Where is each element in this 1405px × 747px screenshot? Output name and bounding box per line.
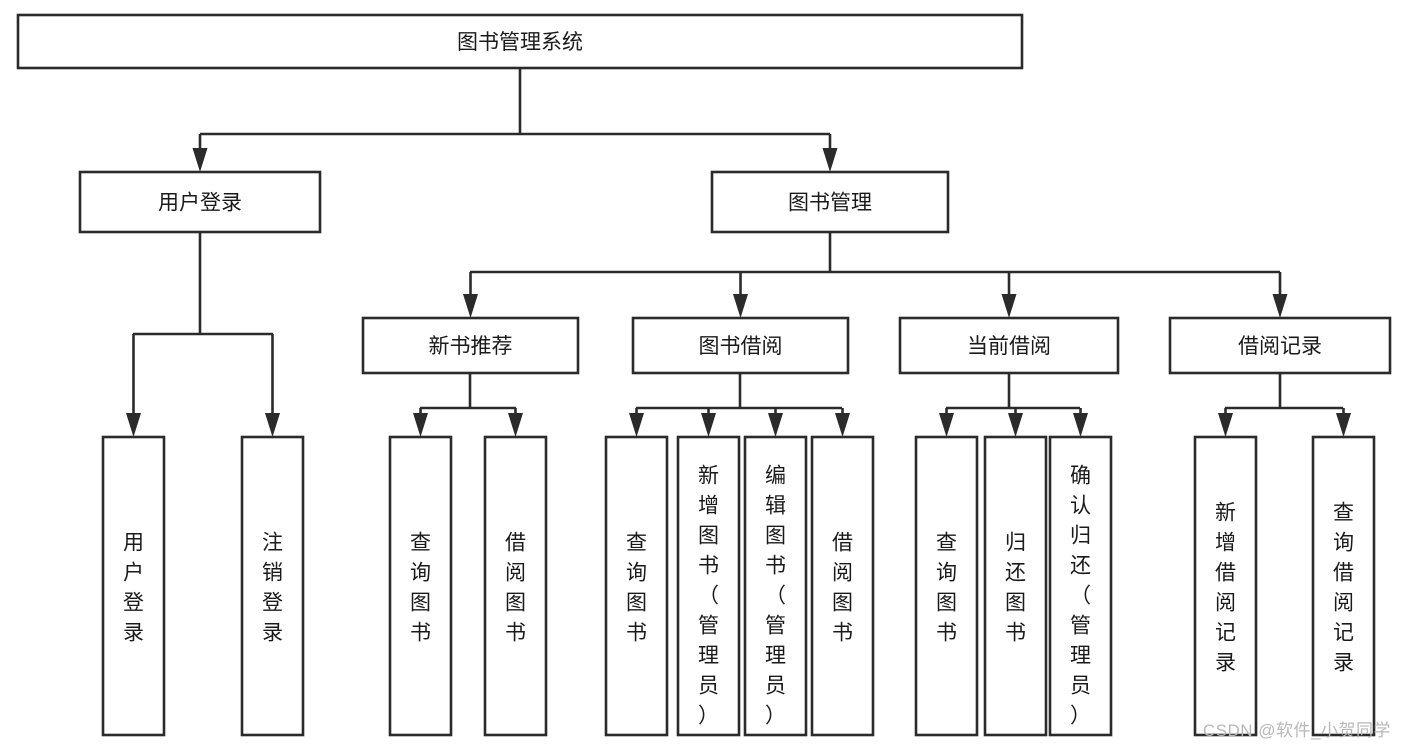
nodes-layer: 图书管理系统用户登录图书管理新书推荐图书借阅当前借阅借阅记录用户登录注销登录查询…: [16, 13, 1392, 737]
node-label-leaf-rec-borrow: 借阅图书: [505, 531, 526, 644]
arrow-head-icon: [939, 413, 954, 437]
node-label-leaf-book-edit: 编辑图书（管理员）: [765, 464, 786, 727]
node-label-leaf-confirm-return: 确认归还（管理员）: [1070, 464, 1091, 727]
watermark-text: CSDN @软件_小贺同学: [1202, 721, 1391, 740]
arrow-head-icon: [1218, 413, 1233, 437]
node-label-leaf-rec-query: 查询图书: [410, 531, 431, 644]
node-label-leaf-return-book: 归还图书: [1005, 531, 1026, 644]
node-label-leaf-user-login: 用户登录: [123, 531, 144, 644]
node-leaf-borrow-book[interactable]: 借阅图书: [810, 435, 875, 737]
node-new-book-rec[interactable]: 新书推荐: [361, 316, 580, 375]
node-box-current-borrow[interactable]: [898, 316, 1120, 375]
arrow-head-icon: [1001, 294, 1017, 318]
node-box-leaf-logout[interactable]: [240, 435, 305, 737]
node-box-book-borrow[interactable]: [631, 316, 850, 375]
node-box-leaf-return-book[interactable]: [983, 435, 1048, 737]
node-current-borrow[interactable]: 当前借阅: [898, 316, 1120, 375]
node-book-borrow[interactable]: 图书借阅: [631, 316, 850, 375]
arrow-head-icon: [701, 413, 716, 437]
node-label-user-login: 用户登录: [158, 192, 242, 215]
arrow-head-icon: [768, 413, 783, 437]
node-leaf-book-add[interactable]: 新增图书（管理员）: [676, 435, 741, 737]
arrow-head-icon: [1008, 413, 1023, 437]
node-leaf-confirm-return[interactable]: 确认归还（管理员）: [1048, 435, 1113, 737]
arrow-head-icon: [629, 413, 644, 437]
node-label-leaf-book-add: 新增图书（管理员）: [698, 464, 719, 727]
node-box-leaf-user-login[interactable]: [101, 435, 166, 737]
arrow-head-icon: [508, 413, 523, 437]
node-box-book-manage[interactable]: [710, 170, 950, 234]
node-book-manage[interactable]: 图书管理: [710, 170, 950, 234]
arrow-head-icon: [733, 294, 748, 318]
arrow-head-icon: [192, 148, 208, 172]
node-root[interactable]: 图书管理系统: [16, 13, 1024, 70]
node-leaf-record-query[interactable]: 查询借阅记录: [1311, 435, 1376, 737]
node-leaf-book-edit[interactable]: 编辑图书（管理员）: [743, 435, 808, 737]
node-leaf-return-book[interactable]: 归还图书: [983, 435, 1048, 737]
node-label-book-manage: 图书管理: [788, 192, 872, 215]
node-box-leaf-record-query[interactable]: [1311, 435, 1376, 737]
arrow-head-icon: [265, 413, 280, 437]
node-label-new-book-rec: 新书推荐: [429, 335, 513, 358]
node-leaf-user-login[interactable]: 用户登录: [101, 435, 166, 737]
node-box-new-book-rec[interactable]: [361, 316, 580, 375]
arrow-head-icon: [413, 413, 428, 437]
node-box-leaf-borrow-book[interactable]: [810, 435, 875, 737]
node-box-leaf-book-edit[interactable]: [743, 435, 808, 737]
arrow-head-icon: [1073, 413, 1088, 437]
node-box-root[interactable]: [16, 13, 1024, 70]
arrow-head-icon: [822, 148, 838, 172]
node-box-leaf-book-add[interactable]: [676, 435, 741, 737]
node-label-current-borrow: 当前借阅: [967, 335, 1051, 358]
node-box-borrow-record[interactable]: [1168, 316, 1392, 375]
node-leaf-record-add[interactable]: 新增借阅记录: [1193, 435, 1258, 737]
node-leaf-rec-query[interactable]: 查询图书: [388, 435, 453, 737]
node-label-leaf-record-query: 查询借阅记录: [1333, 501, 1354, 674]
edges-layer: [126, 68, 1351, 437]
arrow-head-icon: [1336, 413, 1351, 437]
node-label-leaf-record-add: 新增借阅记录: [1215, 501, 1236, 674]
node-leaf-rec-borrow[interactable]: 借阅图书: [483, 435, 548, 737]
node-label-borrow-record: 借阅记录: [1238, 335, 1322, 358]
node-box-leaf-record-add[interactable]: [1193, 435, 1258, 737]
arrow-head-icon: [835, 413, 850, 437]
node-label-leaf-borrow-book: 借阅图书: [832, 531, 853, 644]
node-box-leaf-rec-query[interactable]: [388, 435, 453, 737]
node-box-user-login[interactable]: [78, 170, 322, 234]
node-leaf-cur-query[interactable]: 查询图书: [914, 435, 979, 737]
node-label-leaf-cur-query: 查询图书: [936, 531, 957, 644]
arrow-head-icon: [463, 294, 478, 318]
node-label-book-borrow: 图书借阅: [699, 335, 783, 358]
node-leaf-borrow-query[interactable]: 查询图书: [604, 435, 669, 737]
node-borrow-record[interactable]: 借阅记录: [1168, 316, 1392, 375]
node-box-leaf-confirm-return[interactable]: [1048, 435, 1113, 737]
arrow-head-icon: [1272, 294, 1288, 318]
node-box-leaf-borrow-query[interactable]: [604, 435, 669, 737]
arrow-head-icon: [126, 413, 141, 437]
node-label-leaf-borrow-query: 查询图书: [626, 531, 647, 644]
node-leaf-logout[interactable]: 注销登录: [240, 435, 305, 737]
node-label-root: 图书管理系统: [457, 31, 583, 54]
node-user-login[interactable]: 用户登录: [78, 170, 322, 234]
node-label-leaf-logout: 注销登录: [262, 531, 283, 644]
node-box-leaf-cur-query[interactable]: [914, 435, 979, 737]
node-box-leaf-rec-borrow[interactable]: [483, 435, 548, 737]
